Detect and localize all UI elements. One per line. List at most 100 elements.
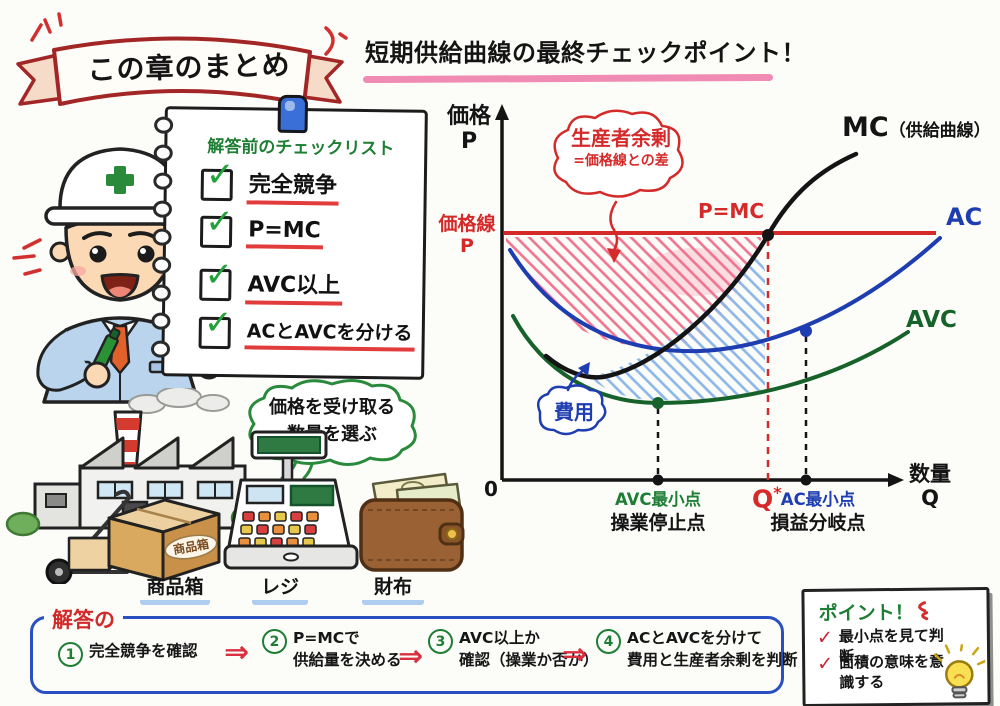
supply-curve-chart	[495, 104, 942, 487]
step-line1: AVC以上か	[459, 629, 540, 647]
avc-min-line2: 操業停止点	[610, 511, 706, 534]
sparkle-icon	[12, 238, 42, 276]
checklist-notepad: 解答前のチェックリスト ✓ 完全競争 ✓ P=MC ✓ AVC以上 ✓ ACとA…	[151, 94, 428, 380]
checkbox-icon: ✓	[200, 155, 235, 202]
checklist-item-label: P=MC	[245, 216, 323, 249]
price-line-line1: 価格線	[438, 213, 496, 235]
y-axis-label: 価格 P	[441, 104, 497, 155]
answer-flow-box	[30, 616, 784, 694]
points-card: ポイント！ ✓ 最小点を見て判断 ✓ 面積の意味を意識する	[801, 587, 991, 706]
checkmark-icon: ✓	[817, 652, 834, 675]
q-star-base: Q	[752, 484, 774, 514]
step-number-circled: 4	[596, 629, 621, 654]
checklist-item: ✓ P=MC	[199, 202, 323, 250]
emphasis-squiggle-icon	[918, 601, 929, 621]
checklist-item-label: AVC以上	[245, 266, 343, 306]
surplus-arrow	[609, 200, 619, 252]
checklist-item-label: ACとAVCを分ける	[244, 316, 415, 352]
avc-curve	[511, 314, 910, 406]
product-box-icon: 商品箱	[107, 498, 221, 582]
cost-area	[590, 250, 765, 401]
cost-cloud-label: 費用	[554, 400, 594, 424]
ac-label: AC	[946, 203, 983, 231]
y-axis-line1: 価格	[446, 104, 491, 129]
sawtooth-roof	[78, 436, 235, 470]
avc-label: AVC	[906, 307, 957, 333]
green-cross-icon	[106, 166, 134, 194]
flow-heading: 解答の	[44, 604, 123, 634]
axis-point	[652, 474, 664, 486]
points-title: ポイント！	[818, 601, 914, 625]
price-line-label: 価格線 P	[436, 213, 498, 258]
checklist-item: ✓ AVC以上	[199, 255, 343, 306]
checkbox-icon: ✓	[198, 302, 233, 349]
wallet-label: 財布	[362, 572, 424, 605]
bubble-line1: 価格を受け取る	[269, 397, 395, 418]
ac-min-line2: 損益分岐点	[770, 511, 866, 534]
ac-min-line1: AC最小点	[780, 490, 856, 509]
sparkle-icon	[30, 12, 63, 42]
surplus-cloud	[553, 109, 684, 198]
q-star-sup: *	[773, 483, 782, 502]
wallet-icon	[359, 472, 465, 572]
sparkle-icon	[324, 26, 348, 56]
spiral-binding	[151, 116, 174, 358]
box-label: 商品箱	[140, 572, 210, 605]
factory-scene: 商品箱	[5, 388, 465, 584]
step-line2: 費用と生産者余剰を判断	[627, 650, 798, 669]
ac-min-label: AC最小点 損益分岐点	[763, 490, 873, 535]
price-line-line2: P	[460, 234, 474, 257]
ac-curve	[508, 236, 942, 354]
step-line1: 完全競争を確認	[89, 642, 198, 660]
checkbox-icon: ✓	[199, 255, 233, 302]
cash-register-icon	[223, 430, 359, 570]
step-number-circled: 1	[58, 642, 83, 667]
axis-point	[800, 474, 812, 486]
avc-min-label: AVC最小点 操業停止点	[603, 490, 713, 535]
flow-step-1: 1 完全競争を確認	[58, 641, 198, 667]
flow-arrow-icon: ⇒	[562, 637, 588, 672]
mc-label: MC（供給曲線）	[842, 112, 991, 143]
step-number-circled: 2	[262, 629, 287, 654]
smoke-icon	[128, 388, 230, 414]
flow-step-4: 4 ACとAVCを分けて 費用と生産者余剰を判断	[596, 628, 798, 671]
ribbon-banner	[16, 36, 344, 106]
surplus-line1: 生産者余剰	[571, 126, 671, 150]
avc-min-line1: AVC最小点	[614, 490, 702, 509]
checkmark-icon: ✓	[203, 302, 233, 343]
checklist-title: 解答前のチェックリスト	[207, 136, 395, 160]
cost-cloud	[537, 384, 607, 436]
mc-subtext: （供給曲線）	[888, 121, 991, 141]
avc-min-point	[652, 397, 664, 409]
axes	[495, 104, 904, 487]
surplus-cloud-label: 生産者余剰 =価格線との差	[552, 126, 690, 170]
x-axis-line2: Q	[921, 486, 939, 511]
checkmark-icon: ✓	[205, 201, 235, 243]
surplus-line2: =価格線との差	[573, 153, 669, 169]
checkmark-icon: ✓	[205, 154, 235, 196]
pmc-label: P=MC	[698, 199, 764, 223]
checklist-item: ✓ ACとAVCを分ける	[198, 302, 415, 352]
x-axis-line1: 数量	[909, 462, 951, 486]
ac-min-point	[800, 325, 812, 337]
mc-text: MC	[842, 112, 889, 143]
step-number-circled: 3	[428, 629, 453, 654]
step-line1: P=MCで	[293, 629, 360, 647]
checklist-item: ✓ 完全競争	[200, 155, 340, 206]
box-side-label: 商品箱	[172, 536, 210, 557]
checkbox-icon: ✓	[199, 202, 234, 249]
factory-windows	[96, 480, 234, 500]
checkmark-icon: ✓	[204, 254, 234, 296]
register-label: レジ	[252, 572, 308, 605]
pmc-point	[762, 229, 774, 241]
flow-step-3: 3 AVC以上か 確認（操業か否か）	[428, 628, 599, 671]
origin-label: 0	[484, 477, 498, 501]
step-line2: 供給量を決める	[293, 650, 402, 669]
flow-step-2: 2 P=MCで 供給量を決める	[262, 628, 402, 671]
y-axis-line2: P	[460, 129, 478, 155]
flow-arrow-icon: ⇒	[224, 635, 250, 670]
x-axis-label: 数量 Q	[902, 462, 958, 510]
checklist-item-label: 完全競争	[246, 166, 340, 206]
clip-icon	[277, 94, 309, 134]
